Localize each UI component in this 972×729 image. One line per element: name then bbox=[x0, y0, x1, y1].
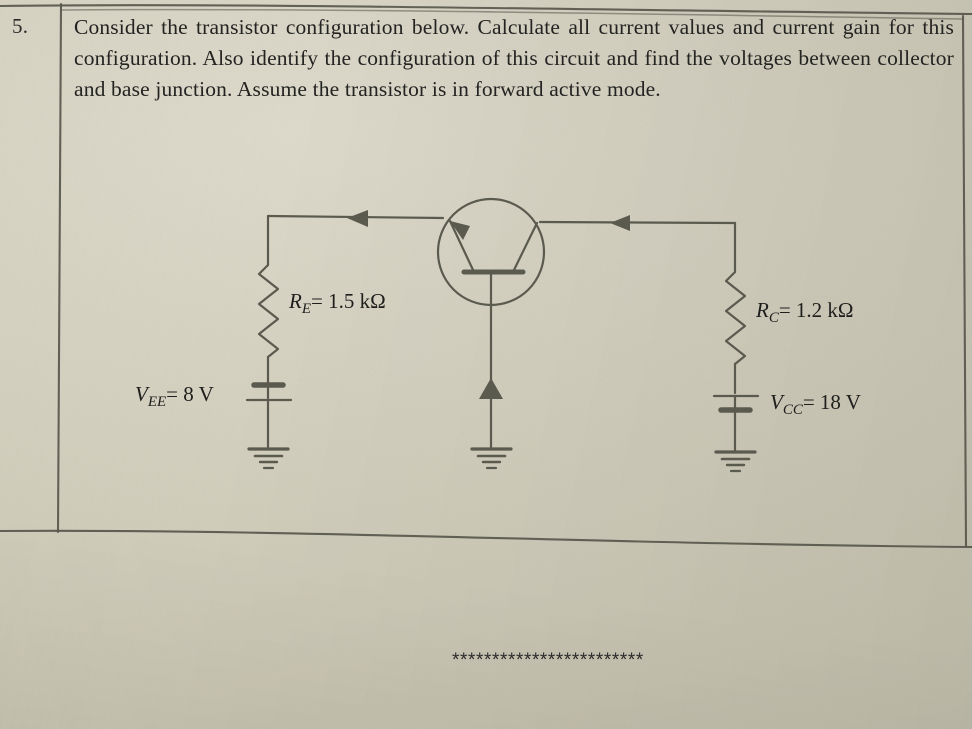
label-collector-supply: VCC= 18 V bbox=[770, 390, 861, 419]
label-vcc-symbol: V bbox=[770, 390, 783, 414]
label-re-symbol: R bbox=[289, 289, 302, 313]
label-collector-resistor: RC= 1.2 kΩ bbox=[756, 298, 854, 327]
label-vee-symbol: V bbox=[135, 382, 148, 406]
label-vee-value: = 8 V bbox=[166, 382, 214, 406]
current-arrows bbox=[347, 210, 630, 399]
label-rc-symbol: R bbox=[756, 298, 769, 322]
label-re-value: = 1.5 kΩ bbox=[311, 289, 386, 313]
label-vcc-subscript: CC bbox=[782, 402, 803, 419]
label-emitter-supply: VEE= 8 V bbox=[135, 382, 214, 411]
label-rc-value: = 1.2 kΩ bbox=[778, 298, 854, 322]
label-vee-subscript: EE bbox=[147, 394, 167, 411]
label-vcc-value: = 18 V bbox=[802, 390, 861, 414]
label-emitter-resistor: RE= 1.5 kΩ bbox=[289, 289, 386, 318]
label-rc-subscript: C bbox=[768, 310, 779, 327]
label-re-subscript: E bbox=[301, 301, 311, 318]
question-number: 5. bbox=[12, 14, 29, 38]
section-separator: ************************ bbox=[452, 650, 644, 671]
question-text: Consider the transistor configuration be… bbox=[74, 15, 954, 101]
